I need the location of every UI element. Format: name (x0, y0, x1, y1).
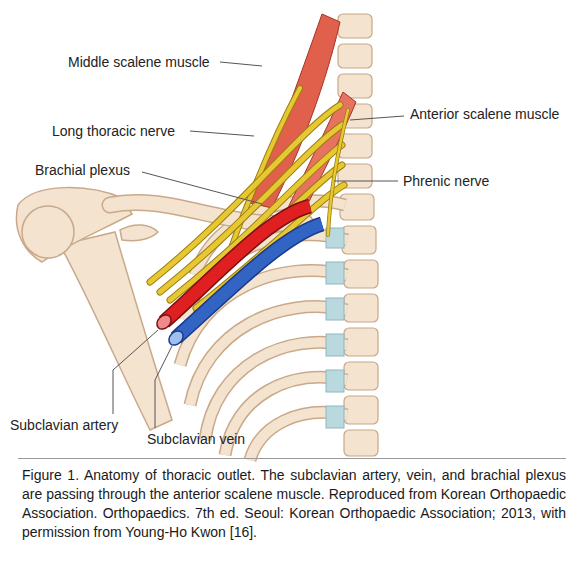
vertebra (340, 194, 374, 220)
vertebra (344, 430, 378, 456)
humeral-head (22, 206, 74, 258)
scapula (60, 232, 172, 430)
leader-line (350, 116, 404, 120)
phrenic-nerve (328, 110, 348, 235)
subclavian-artery (164, 206, 310, 322)
anatomy-label: Middle scalene muscle (68, 54, 210, 70)
figure-caption: Figure 1. Anatomy of thoracic outlet. Th… (22, 466, 566, 542)
anatomy-label: Subclavian vein (147, 431, 245, 447)
vessels (154, 206, 322, 348)
vertebra (344, 362, 378, 390)
vertebra (342, 226, 376, 254)
vertebra (338, 44, 372, 68)
cartilage (326, 262, 344, 284)
anatomy-label: Long thoracic nerve (52, 123, 175, 139)
coracoid (120, 225, 158, 241)
scapula-humerus (16, 188, 172, 430)
cartilage (326, 370, 344, 392)
anatomy-label: Phrenic nerve (403, 173, 489, 189)
leader-line (220, 62, 262, 66)
leader-line (190, 131, 254, 136)
subclavian-artery (164, 206, 310, 322)
leader-line (155, 346, 172, 428)
leader-lines (113, 62, 404, 428)
caption-rule (18, 458, 566, 459)
costal-cartilage (326, 228, 344, 428)
leader-line (334, 181, 398, 182)
anatomy-label: Subclavian artery (10, 417, 118, 433)
vertebra (344, 328, 378, 356)
cartilage (326, 406, 344, 428)
cartilage (326, 298, 344, 320)
leader-line (113, 330, 158, 414)
artery-lumen (154, 312, 174, 332)
vertebra (338, 14, 372, 38)
vertebra (344, 294, 378, 322)
anatomy-label: Anterior scalene muscle (410, 106, 559, 122)
vertebra (344, 260, 378, 288)
anatomy-label: Brachial plexus (35, 162, 130, 178)
cartilage (326, 334, 344, 356)
vein-lumen (166, 328, 186, 348)
vertebra (344, 396, 378, 424)
phrenic-nerve (328, 110, 348, 235)
leader-line (142, 172, 262, 204)
